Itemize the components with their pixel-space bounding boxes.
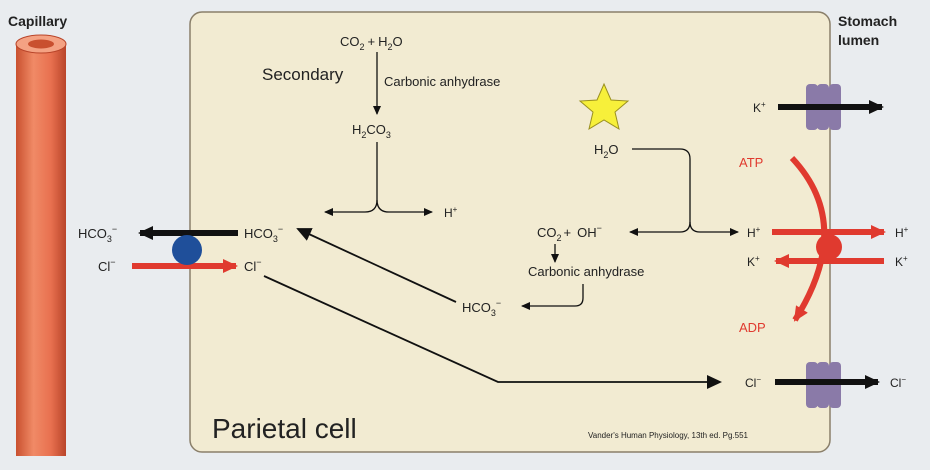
h-k-atpase-pump (816, 234, 842, 260)
hco3-capillary-label: HCO3− (78, 224, 117, 244)
k-plus-lumen-label: K+ (895, 254, 908, 269)
stomach-lumen-label-2: lumen (838, 32, 879, 48)
capillary-label: Capillary (8, 13, 67, 29)
hco3-cl-exchanger (172, 235, 202, 265)
capillary-vessel (16, 35, 66, 456)
cell-name-label: Parietal cell (212, 413, 357, 444)
cl-capillary-label: Cl− (98, 257, 116, 274)
citation-label: Vander's Human Physiology, 13th ed. Pg.5… (588, 431, 749, 440)
h-plus-lumen-label: H+ (895, 225, 909, 240)
atp-label: ATP (739, 155, 763, 170)
cl-lumen-label: Cl− (890, 375, 906, 390)
secondary-label: Secondary (262, 65, 344, 84)
stomach-lumen-label-1: Stomach (838, 13, 897, 29)
carbonic-anhydrase-bottom: Carbonic anhydrase (528, 264, 644, 279)
carbonic-anhydrase-top: Carbonic anhydrase (384, 74, 500, 89)
adp-label: ADP (739, 320, 766, 335)
